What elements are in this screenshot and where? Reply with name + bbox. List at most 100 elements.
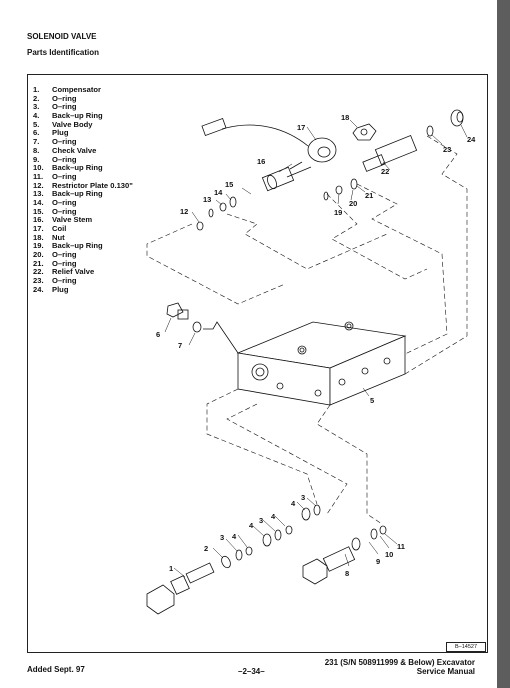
part-name: Restrictor Plate 0.130"	[52, 180, 133, 190]
plug-24	[450, 109, 464, 127]
part-number: 3.	[33, 102, 40, 112]
callout-3: 3	[301, 493, 305, 502]
parts-list-item: 24.Plug	[33, 284, 133, 295]
callout-4a: 4	[232, 532, 237, 541]
part-number: 23.	[33, 276, 44, 286]
part-number: 13.	[33, 189, 44, 199]
callout-4c: 4	[271, 512, 276, 521]
parts-list-item: 16. Valve Stem	[33, 216, 133, 225]
part-number: 16.	[33, 215, 44, 225]
part-number: 8.	[33, 145, 40, 155]
part-name: Compensator	[52, 85, 101, 94]
callout-19: 19	[334, 208, 342, 217]
valve-body	[236, 321, 407, 406]
callout-14: 14	[214, 188, 223, 197]
vertical-scrollbar[interactable]	[497, 0, 510, 688]
part-name: O–ring	[52, 93, 77, 103]
part-number: 6.	[33, 128, 40, 138]
part-name: O–ring	[52, 197, 77, 207]
part-number: 14.	[33, 197, 44, 207]
parts-list-item: 1. Compensator	[33, 85, 133, 95]
parts-list-item: 17.Coil	[33, 224, 133, 234]
parts-list-item: 9.O–ring	[33, 155, 133, 165]
part-name: Back–up Ring	[52, 163, 103, 173]
parts-list-item: 14. O–ring	[33, 197, 133, 208]
part-name: O–ring	[52, 250, 77, 260]
valve-stem-16	[261, 161, 312, 192]
callout-3b: 3	[259, 516, 263, 525]
part-name: Check Valve	[52, 145, 97, 155]
parts-list-item: 19.Back–up Ring	[33, 242, 133, 251]
part-name: O–ring	[52, 258, 77, 268]
parts-list-item: 11. O–ring	[33, 171, 133, 182]
callout-1: 1	[169, 564, 173, 573]
callout-24: 24	[467, 135, 476, 144]
part-number: 22.	[33, 267, 44, 277]
callout-23: 23	[443, 145, 451, 154]
callout-12: 12	[180, 207, 188, 216]
part-name: Relief Valve	[52, 267, 95, 277]
part-number: 1.	[33, 85, 40, 94]
parts-list-item: 15.O–ring	[33, 206, 133, 217]
part-name: O–ring	[52, 206, 77, 216]
coil-17	[201, 118, 337, 163]
parts-list-item: 3. O–ring	[33, 103, 133, 112]
parts-list-item: 4. Back–up Ring	[33, 111, 133, 121]
part-name: Plug	[52, 128, 69, 138]
callout-21: 21	[365, 191, 373, 200]
part-name: Back–up Ring	[52, 189, 103, 199]
parts-list-item: 22. Relief Valve	[33, 268, 133, 277]
part-name: Back–up Ring	[52, 111, 103, 121]
parts-list-item: 23.O–ring	[33, 276, 133, 286]
parts-list-item: 13. Back–up Ring	[33, 190, 133, 199]
part-number: 18.	[33, 232, 44, 242]
part-number: 11.	[33, 171, 44, 181]
callout-4: 4	[291, 499, 296, 508]
parts-list-item: 6. Plug	[33, 129, 133, 138]
part-number: 10.	[33, 163, 44, 173]
callout-9: 9	[376, 557, 380, 566]
callout-6: 6	[156, 330, 160, 339]
figure-reference: B–14527	[446, 642, 486, 652]
parts-list-item: 20. O–ring	[33, 250, 133, 260]
parts-list-item: 10. Back–up Ring	[33, 163, 133, 173]
callout-8: 8	[345, 569, 349, 578]
callout-11: 11	[397, 542, 405, 551]
part-name: Plug	[52, 284, 69, 294]
part-name: Nut	[52, 232, 65, 242]
callout-10: 10	[385, 550, 393, 559]
part-name: Valve Stem	[52, 215, 93, 225]
parts-list-item: 7. O–ring	[33, 137, 133, 147]
callout-2: 2	[204, 544, 208, 553]
parts-list-item: 21. O–ring	[33, 258, 133, 269]
figure-frame	[27, 74, 488, 653]
part-name: O–ring	[52, 171, 77, 181]
part-name: Back–up Ring	[52, 241, 103, 251]
callout-22: 22	[381, 167, 389, 176]
callout-15: 15	[225, 180, 233, 189]
plug-6	[166, 302, 202, 333]
part-number: 20.	[33, 250, 44, 260]
callout-18: 18	[341, 113, 349, 122]
nut-18	[352, 123, 377, 141]
part-name: O–ring	[52, 137, 77, 147]
callout-17: 17	[297, 123, 305, 132]
callout-20: 20	[349, 199, 357, 208]
parts-list-item: 18. Nut	[33, 232, 133, 243]
footer-revision: Added Sept. 97	[27, 665, 85, 674]
part-name: Coil	[52, 224, 67, 233]
exploded-view-diagram: 1 2 3 4 4 3 4 4 3 8 9 10 11 5 6 7 12 13 …	[146, 109, 476, 615]
part-number: 4.	[33, 111, 40, 121]
compensator-1	[146, 562, 215, 615]
footer-model: 231 (S/N 508911999 & Below) Excavator	[324, 658, 475, 667]
part-number: 2.	[33, 93, 40, 103]
parts-list: 1. Compensator 2. O–ring 3. O–ring 4. Back–up R…	[33, 85, 133, 295]
section-title: SOLENOID VALVE	[27, 32, 97, 41]
part-number: 7.	[33, 137, 40, 147]
document-page: SOLENOID VALVE Parts Identification 1.Co…	[0, 0, 497, 688]
parts-list-item: 5.Valve Body	[33, 120, 133, 130]
part-name: O–ring	[52, 102, 77, 112]
part-number: 21.	[33, 258, 44, 268]
footer-manual-title: 231 (S/N 508911999 & Below) Excavator Se…	[325, 658, 475, 676]
parts-list-item: 2. O–ring	[33, 93, 133, 104]
